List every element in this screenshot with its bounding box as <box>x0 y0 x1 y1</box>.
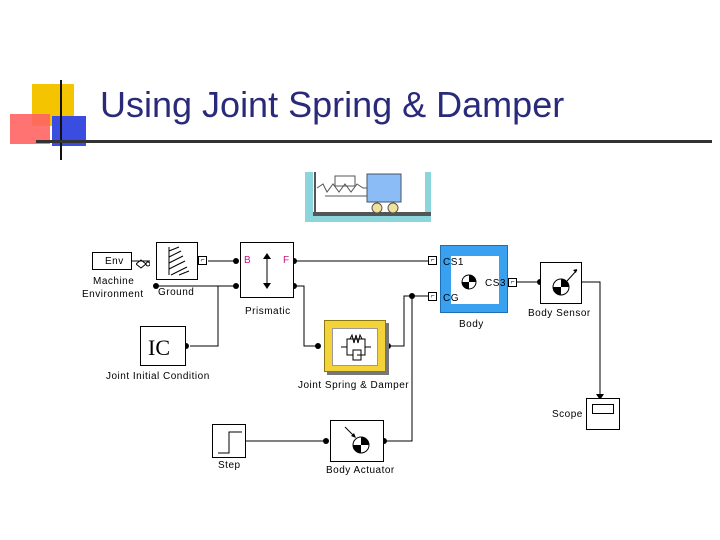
ic-block[interactable]: IC <box>140 326 186 366</box>
scope-label: Scope <box>552 409 583 420</box>
prismatic-label: Prismatic <box>245 306 291 317</box>
body-cg-port-icon: ⌐ <box>428 292 437 301</box>
actuator-icon <box>344 426 370 454</box>
slide-title: Using Joint Spring & Damper <box>100 84 565 125</box>
prismatic-port-f: F <box>283 255 290 266</box>
step-block[interactable] <box>212 424 246 458</box>
scope-block[interactable] <box>586 398 620 430</box>
ic-label: Joint Initial Condition <box>106 371 210 382</box>
prismatic-arrow-icon <box>263 253 271 289</box>
env-label-line1: Machine <box>93 276 135 287</box>
env-block-text: Env <box>105 256 124 267</box>
title-underline <box>36 140 712 143</box>
spring-damper-icon <box>341 333 371 361</box>
ground-port-icon: ⌐ <box>198 256 207 265</box>
body-label: Body <box>459 319 484 330</box>
step-signal-icon <box>218 431 242 454</box>
env-connector-icon <box>135 256 151 274</box>
body-cs1-port-icon: ⌐ <box>428 256 437 265</box>
sensor-gauge-icon <box>552 269 578 296</box>
body-sensor-block[interactable] <box>540 262 582 304</box>
env-label-line2: Environment <box>82 289 144 300</box>
spring-damper-label: Joint Spring & Damper <box>298 380 410 391</box>
prismatic-block[interactable]: B F <box>240 242 294 298</box>
body-port-cs1: CS1 <box>443 257 464 268</box>
scope-screen-icon <box>592 404 614 414</box>
logo-red-square <box>10 114 50 144</box>
body-port-cs3: CS3 <box>485 278 506 289</box>
body-cs3-port-icon: ⌐ <box>508 278 517 287</box>
prismatic-port-b: B <box>244 255 252 266</box>
env-block[interactable]: Env <box>92 252 132 270</box>
spring-damper-block[interactable] <box>324 320 386 372</box>
body-port-cg: CG <box>443 293 459 304</box>
body-block[interactable]: CS1 CS3 CG <box>440 245 508 313</box>
logo-vertical-line <box>60 80 62 160</box>
spring-cart-illustration <box>305 172 431 222</box>
ground-label: Ground <box>158 287 195 298</box>
body-actuator-label: Body Actuator <box>326 465 395 476</box>
body-actuator-block[interactable] <box>330 420 384 462</box>
body-sensor-label: Body Sensor <box>528 308 591 319</box>
ground-hatch-icon <box>168 246 190 276</box>
ic-block-text: IC <box>148 335 170 360</box>
corner-logo <box>10 80 100 160</box>
body-cg-icon <box>461 274 477 290</box>
step-label: Step <box>218 460 241 471</box>
ground-block[interactable] <box>156 242 198 280</box>
